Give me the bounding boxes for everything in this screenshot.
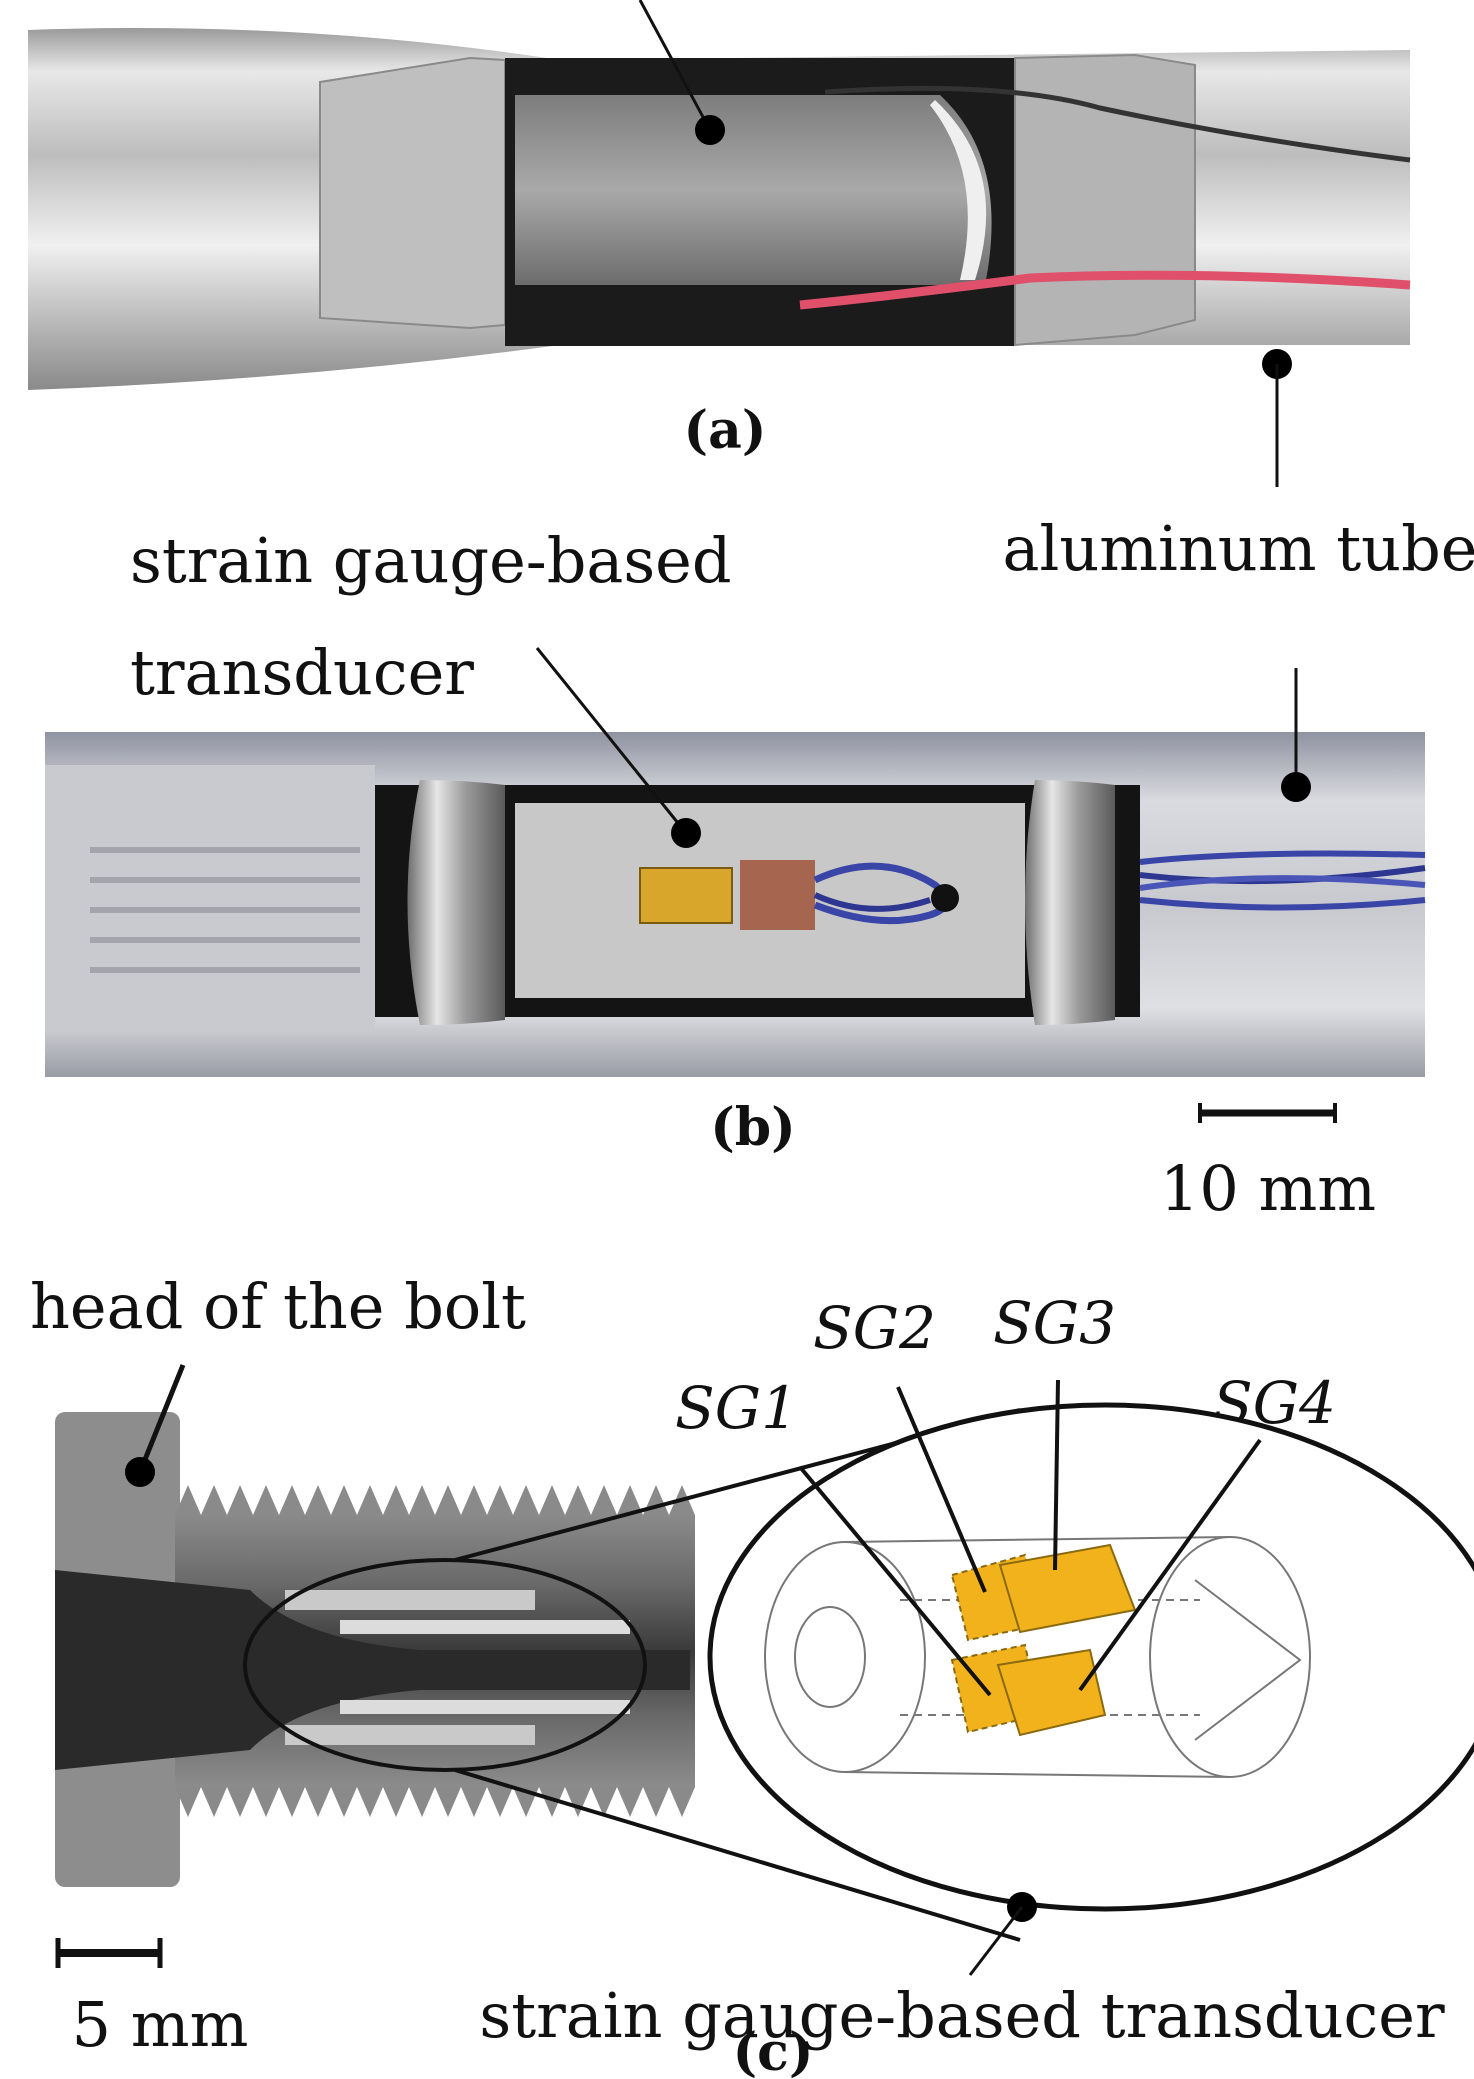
- gauge-b: [639, 867, 733, 924]
- marker-dot-b-tube: [1281, 772, 1311, 802]
- gauge-sg3: [998, 1543, 1137, 1634]
- zoom-inset: [707, 1402, 1474, 1912]
- label-transducer-b-line1: strain gauge-based: [130, 524, 732, 597]
- scale-label-b: 10 mm: [1160, 1152, 1376, 1225]
- leader-sg3: [1053, 1379, 1060, 1571]
- leader-line-b-transducer: [535, 647, 688, 834]
- scale-label-c: 5 mm: [72, 1988, 249, 2061]
- gauge-sg4: [996, 1648, 1107, 1737]
- red-wire: [799, 270, 1411, 310]
- scale-bar-b: [1198, 1103, 1337, 1123]
- marker-dot-head-of-bolt: [125, 1457, 155, 1487]
- bolt-photo: [55, 1412, 695, 1887]
- label-transducer-c: strain gauge-based transducer: [479, 1979, 1445, 2052]
- zoom-line-bottom: [454, 1768, 1021, 1942]
- caption-b: (b): [710, 1097, 796, 1158]
- panel-a-photo: [28, 28, 1411, 390]
- marker-dot-b-transducer: [671, 818, 701, 848]
- label-sg2: SG2: [813, 1294, 936, 1362]
- thread-top: [175, 1485, 695, 1515]
- leader-sg2: [896, 1386, 987, 1593]
- zoom-ellipse-small: [243, 1558, 647, 1772]
- leader-line-a-transducer: [638, 0, 712, 131]
- leader-c-transducer: [968, 1906, 1024, 1976]
- label-transducer-b-line2: transducer: [130, 636, 474, 709]
- caption-c: (c): [733, 2022, 814, 2079]
- black-wire: [824, 85, 1411, 163]
- leader-sg4: [1078, 1438, 1262, 1692]
- thread-bottom: [175, 1787, 695, 1817]
- label-sg1: SG1: [675, 1374, 798, 1442]
- leader-sg1: [798, 1465, 992, 1697]
- panel-b-photo: [45, 732, 1426, 1077]
- label-sg3: SG3: [993, 1289, 1116, 1357]
- caption-a: (a): [684, 400, 767, 461]
- scale-bar-c: [55, 1938, 163, 1968]
- label-aluminum-tube: aluminum tube: [1003, 512, 1474, 585]
- label-head-of-bolt: head of the bolt: [30, 1270, 526, 1343]
- leader-head-of-bolt: [137, 1364, 186, 1473]
- marker-dot-a-transducer: [695, 115, 725, 145]
